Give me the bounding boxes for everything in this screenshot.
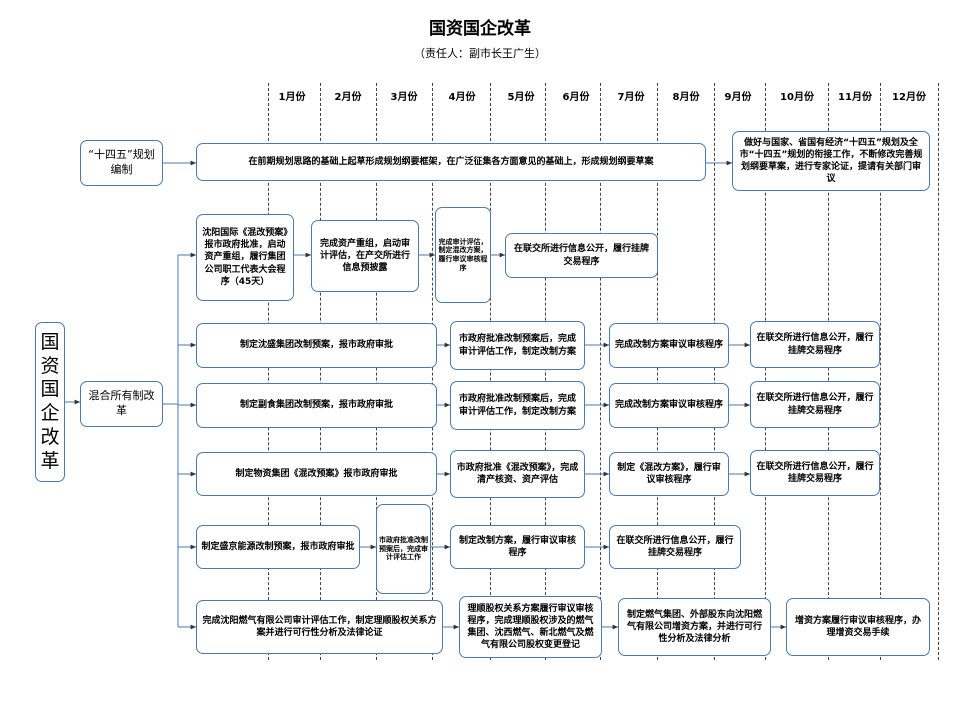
row1-step-a: 沈阳国际《混改预案》报市政府批准，启动资产重组，履行集团公司职工代表大会程序（4… [196,214,294,301]
row2-step-b: 市政府批准改制预案后，完成审计评估工作，制定改制方案 [450,321,585,370]
row3-step-c: 完成改制方案审议审核程序 [609,383,729,428]
month-divider [880,83,881,660]
month-divider [938,83,939,660]
month-divider [765,83,766,660]
month-label: 11月份 [838,92,872,103]
month-label: 9月份 [724,92,752,103]
row6-step-d: 增资方案履行审议审核程序，办理增资交易手续 [786,598,930,656]
row1-step-b: 完成资产重组，启动审计评估，在产交所进行信息预披露 [311,220,419,292]
month-label: 8月份 [672,92,700,103]
month-label: 5月份 [507,92,535,103]
month-label: 4月份 [448,92,476,103]
plan-category: “十四五”规划编制 [80,140,163,186]
page-title: 国资国企改革 [429,19,531,39]
month-divider [657,83,658,660]
month-divider [268,83,269,660]
row4-step-d: 在联交所进行信息公开，履行挂牌交易程序 [750,450,880,496]
row5-step-c: 制定改制方案，履行审议审核程序 [450,525,585,569]
month-divider [432,83,433,660]
month-label: 2月份 [334,92,362,103]
month-divider [376,83,377,660]
month-divider [600,83,601,660]
responsible-person: （责任人：副市长王广生） [414,47,546,60]
row5-step-d: 在联交所进行信息公开，履行挂牌交易程序 [609,525,741,569]
row1-step-d: 在联交所进行信息公开，履行挂牌交易程序 [505,233,658,278]
row4-step-c: 制定《混改方案》，履行审议审核程序 [609,452,729,496]
row6-step-a: 完成沈阳燃气有限公司审计评估工作，制定理顺股权关系方案并进行可行性分析及法律论证 [196,600,443,654]
month-label: 6月份 [562,92,590,103]
plan-step-1: 在前期规划思路的基础上起草形成规划纲要框架，在广泛征集各方面意见的基础上，形成规… [196,143,706,181]
month-divider [714,83,715,660]
root-node: 国资国企改革 [35,322,65,482]
row3-step-d: 在联交所进行信息公开，履行挂牌交易程序 [750,381,880,428]
month-label: 1月份 [278,92,306,103]
row3-step-b: 市政府批准改制预案后，完成审计评估工作，制定改制方案 [450,381,585,430]
row4-step-b: 市政府批准《混改预案》，完成清产核资、资产评估 [450,450,585,498]
row5-step-b: 市政府批准改制预案后，完成审计评估工作 [376,504,431,594]
month-label: 10月份 [780,92,814,103]
row5-step-a: 制定盛京能源改制预案，报市政府审批 [196,525,360,569]
month-divider [490,83,491,660]
month-divider [545,83,546,660]
month-label: 7月份 [617,92,645,103]
month-divider [828,83,829,660]
row6-step-c: 制定燃气集团、外部股东向沈阳燃气有限公司增资方案，并进行可行性分析及法律分析 [618,598,771,656]
row2-step-c: 完成改制方案审议审核程序 [609,323,729,368]
month-divider [320,83,321,660]
month-label: 12月份 [892,92,926,103]
row3-step-a: 制定副食集团改制预案，报市政府审批 [196,383,437,428]
plan-step-2: 做好与国家、省国有经济“十四五”规划及全市“十四五”规划的衔接工作，不断修改完善… [732,131,930,191]
mixed-category: 混合所有制改革 [80,381,163,427]
row1-step-c: 完成审计评估，制定混改方案，履行审议审核程序 [435,207,491,303]
row4-step-a: 制定物资集团《混改预案》报市政府审批 [196,452,437,496]
month-label: 3月份 [390,92,418,103]
row6-step-b: 理顺股权关系方案履行审议审核程序，完成理顺股权涉及的燃气集团、沈西燃气、新北燃气… [459,596,602,658]
row2-step-a: 制定沈盛集团改制预案，报市政府审批 [196,323,437,368]
row2-step-d: 在联交所进行信息公开，履行挂牌交易程序 [750,321,880,368]
